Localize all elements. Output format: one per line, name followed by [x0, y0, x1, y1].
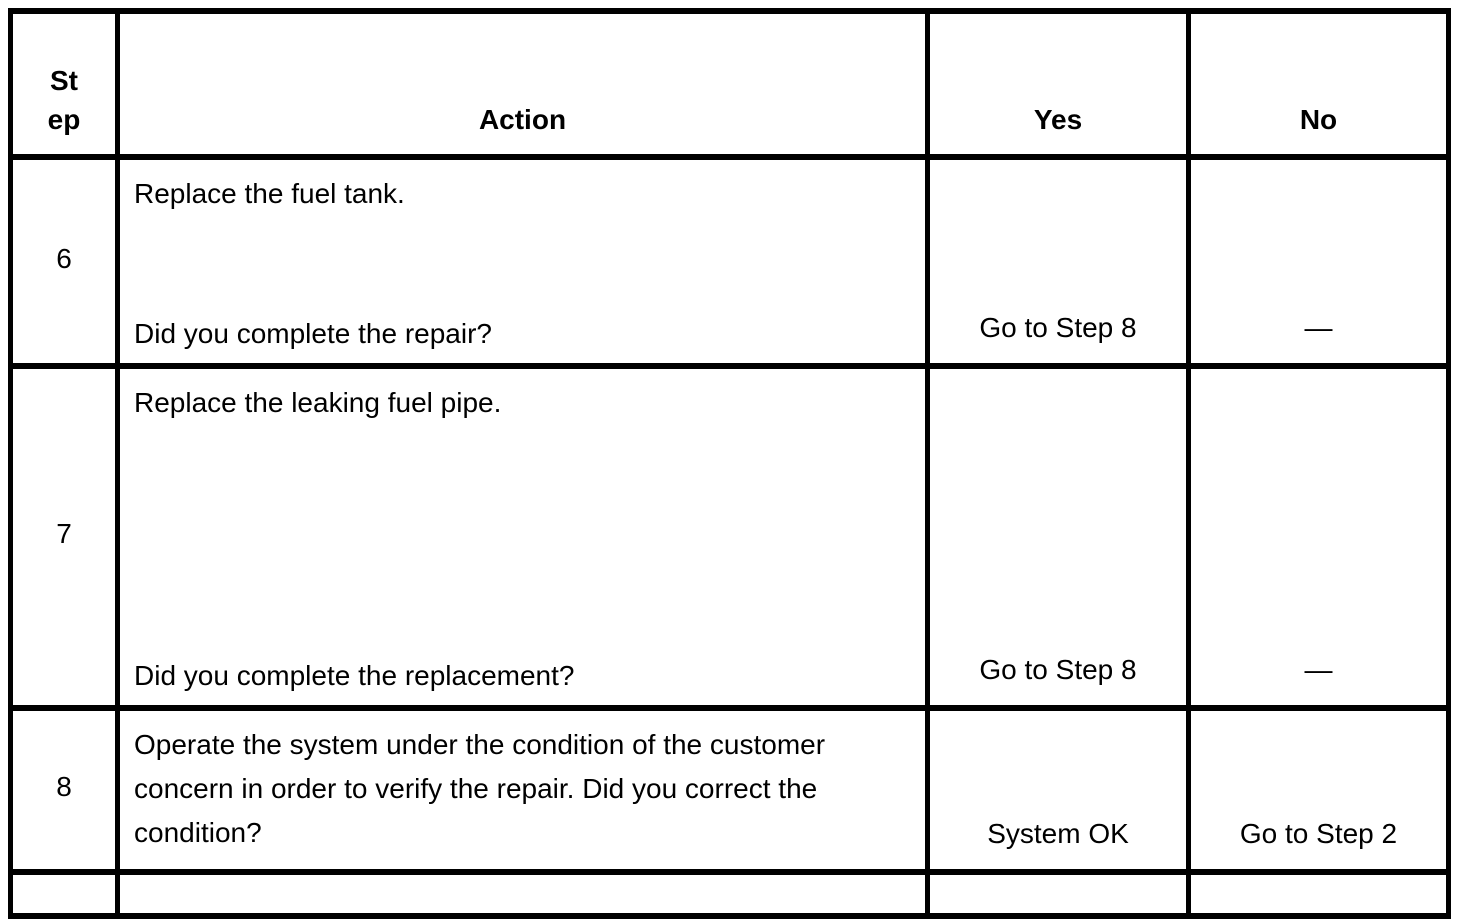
no-value: Go to Step 2 [1239, 818, 1398, 849]
diagnostic-steps-table: St ep Action Yes No 6 Replace the fuel t… [8, 8, 1451, 919]
no-cell: Go to Step 2 [1186, 705, 1451, 875]
table-header-row: St ep Action Yes No [8, 8, 1451, 160]
partial-step-cell [8, 869, 120, 919]
yes-cell: System OK [925, 705, 1191, 875]
partial-yes-cell [925, 869, 1191, 919]
column-header-no: No [1186, 8, 1451, 160]
step-header-line2: ep [47, 104, 81, 136]
column-header-action: Action [115, 8, 930, 160]
step-header-line1: St [50, 64, 78, 96]
action-question: Did you complete the repair? [134, 317, 492, 349]
action-question: Did you complete the replacement? [134, 659, 575, 691]
no-value: — [1304, 312, 1333, 343]
scanned-service-manual-page: { "table": { "headers": { "step_line1": … [8, 8, 1451, 919]
action-instruction: Operate the system under the condition o… [134, 729, 826, 849]
step-number: 7 [8, 363, 120, 711]
action-cell: Replace the leaking fuel pipe. Did you c… [115, 363, 930, 711]
table-row-step-6: 6 Replace the fuel tank. Did you complet… [8, 154, 1451, 369]
no-cell: — [1186, 363, 1451, 711]
table-row-step-8: 8 Operate the system under the condition… [8, 705, 1451, 875]
no-value: — [1304, 654, 1333, 685]
no-cell: — [1186, 154, 1451, 369]
yes-cell: Go to Step 8 [925, 363, 1191, 711]
step-number: 8 [8, 705, 120, 875]
yes-value: Go to Step 8 [979, 654, 1137, 685]
yes-cell: Go to Step 8 [925, 154, 1191, 369]
step-number: 6 [8, 154, 120, 369]
partial-action-cell [115, 869, 930, 919]
action-instruction: Replace the fuel tank. [134, 178, 405, 209]
table-row-step-7: 7 Replace the leaking fuel pipe. Did you… [8, 363, 1451, 711]
action-cell: Operate the system under the condition o… [115, 705, 930, 875]
action-cell: Replace the fuel tank. Did you complete … [115, 154, 930, 369]
column-header-step: St ep [8, 8, 120, 160]
table-row-cut-off [8, 869, 1451, 919]
yes-value: System OK [987, 818, 1129, 849]
yes-value: Go to Step 8 [979, 312, 1137, 343]
action-instruction: Replace the leaking fuel pipe. [134, 387, 502, 418]
column-header-yes: Yes [925, 8, 1191, 160]
partial-no-cell [1186, 869, 1451, 919]
